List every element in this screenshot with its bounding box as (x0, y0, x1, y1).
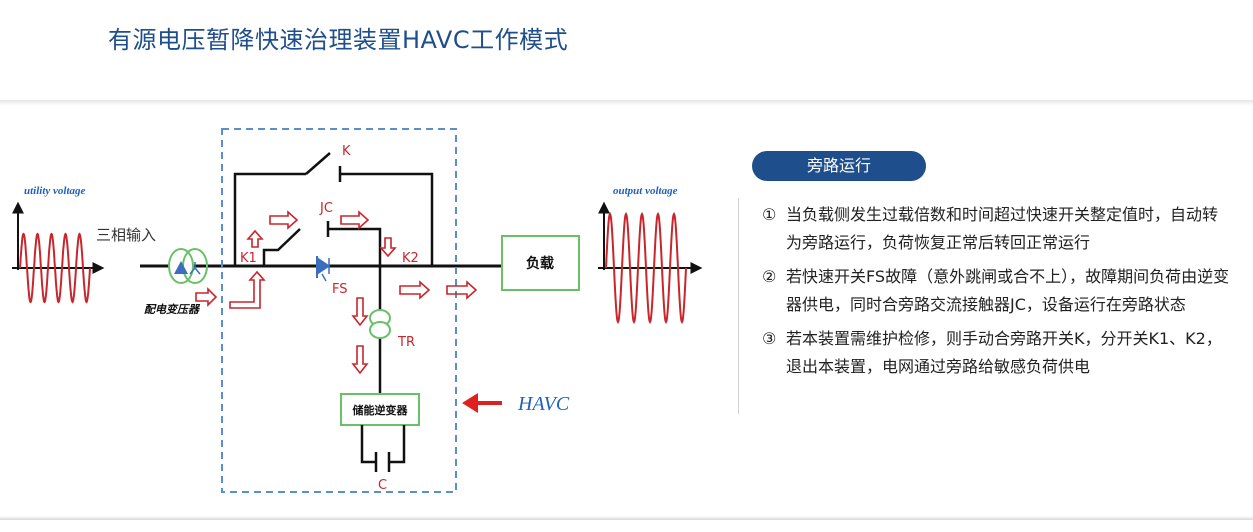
list-item: ① 当负载侧发生过载倍数和时间超过快速开关整定值时，自动转为旁路运行，负荷恢复正… (762, 201, 1232, 257)
distribution-transformer (168, 248, 208, 284)
transformer-label: 配电变压器 (144, 303, 201, 316)
capacitor-label: C (378, 478, 387, 493)
load-label: 负载 (526, 255, 554, 272)
flow-arrow-right-icon (446, 280, 478, 300)
havc-circuit-diagram: utility voltage output voltage 三相输入 配电变压… (12, 128, 703, 493)
load-box (501, 235, 580, 291)
flow-arrow-right-icon (399, 280, 431, 300)
switch-k-label: K (342, 144, 351, 159)
utility-voltage-label: utility voltage (24, 185, 86, 197)
mode-badge-bypass: 旁路运行 (752, 151, 926, 181)
output-voltage-chart (598, 201, 703, 325)
output-sine-wave (605, 211, 687, 325)
bottom-divider (0, 516, 1253, 520)
list-item: ② 若快速开关FS故障（意外跳闸或合不上），故障期间负荷由逆变器供电，同时合旁路… (762, 263, 1232, 319)
havc-pointer-arrow (462, 393, 502, 413)
delta-icon (174, 261, 188, 274)
flow-arrow-down-icon (351, 345, 369, 375)
fast-switch-fs (316, 256, 331, 282)
capacitor-c (360, 425, 406, 472)
havc-label: HAVC (517, 393, 570, 415)
flow-arrow-down-icon (379, 237, 397, 258)
list-item-number: ② (762, 267, 777, 286)
list-item-text: 当负载侧发生过载倍数和时间超过快速开关整定值时，自动转为旁路运行，负荷恢复正常后… (786, 205, 1219, 252)
flow-arrow-right-icon (269, 210, 299, 230)
utility-sine-wave (19, 232, 91, 304)
list-item-number: ③ (762, 329, 777, 348)
list-item-number: ① (762, 205, 777, 224)
bypass-path-k (233, 172, 434, 266)
havc-arrow-head (462, 393, 478, 413)
bypass-contactor-jc (262, 221, 382, 266)
bypass-switch-k (233, 152, 434, 266)
bypass-path-jc (262, 227, 382, 266)
tr-label: TR (397, 335, 415, 350)
list-item: ③ 若本装置需维护检修，则手动合旁路开关K，分开关K1、K2，退出本装置，电网通… (762, 325, 1232, 381)
inverter-box (340, 393, 420, 426)
tr-coil-bottom (369, 321, 391, 339)
flow-arrow-down-icon (351, 297, 369, 327)
title-divider (0, 100, 1253, 106)
fs-gate (321, 273, 327, 282)
mode-description-list: ① 当负载侧发生过载倍数和时间超过快速开关整定值时，自动转为旁路运行，负荷恢复正… (762, 201, 1232, 387)
flow-arrow-right-icon (195, 287, 218, 307)
isolation-transformer-tr (369, 309, 391, 339)
description-divider (738, 198, 739, 414)
switch-k2-label: K2 (402, 251, 419, 266)
havc-device-boundary (221, 128, 457, 493)
flow-arrow-right-icon (340, 210, 370, 230)
fs-label: FS (332, 282, 348, 297)
flow-arrow-bend-up-icon (229, 270, 266, 309)
power-flow-arrows (195, 210, 478, 375)
utility-voltage-chart (12, 201, 105, 304)
k-switch-blade (305, 152, 331, 175)
thyristor-icon (316, 256, 331, 276)
switch-jc-label: JC (319, 201, 333, 216)
flow-arrow-up-icon (246, 229, 264, 248)
output-voltage-label: output voltage (613, 185, 678, 197)
inverter-label: 储能逆变器 (353, 403, 409, 417)
wye-icon (189, 262, 201, 275)
page-title: 有源电压暂降快速治理装置HAVC工作模式 (108, 26, 569, 54)
switch-k1-label: K1 (240, 251, 257, 266)
list-item-text: 若本装置需维护检修，则手动合旁路开关K，分开关K1、K2，退出本装置，电网通过旁… (786, 329, 1222, 376)
three-phase-input-label: 三相输入 (96, 226, 156, 244)
list-item-text: 若快速开关FS故障（意外跳闸或合不上），故障期间负荷由逆变器供电，同时合旁路交流… (786, 267, 1230, 314)
capacitor-wire (360, 425, 406, 464)
